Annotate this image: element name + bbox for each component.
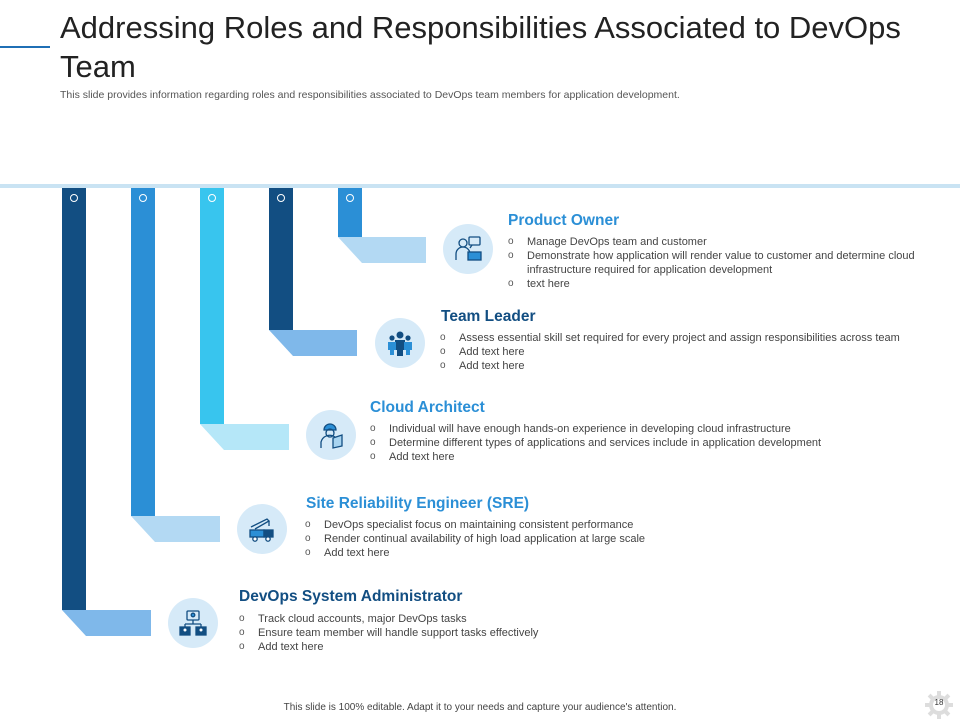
slide-footer: This slide is 100% editable. Adapt it to… xyxy=(283,702,677,713)
bar-ring xyxy=(346,194,354,202)
slide-subtitle: This slide provides information regardin… xyxy=(60,89,680,101)
list-item: Track cloud accounts, major DevOps tasks xyxy=(239,612,779,626)
team-icon xyxy=(375,318,425,368)
list-item: DevOps specialist focus on maintaining c… xyxy=(305,518,845,532)
crane-truck-icon xyxy=(237,504,287,554)
list-item: Add text here xyxy=(440,359,950,373)
bar-ring xyxy=(70,194,78,202)
list-item: Add text here xyxy=(370,450,910,464)
gear-icon xyxy=(925,691,953,719)
bar-ring xyxy=(208,194,216,202)
list-item: text here xyxy=(508,277,933,291)
role-bullets-cloud-architect: Individual will have enough hands-on exp… xyxy=(370,422,910,464)
list-item: Add text here xyxy=(440,345,950,359)
list-item: Render continual availability of high lo… xyxy=(305,532,845,546)
tail-cloud-architect xyxy=(200,424,289,450)
presenter-icon xyxy=(443,224,493,274)
list-item: Ensure team member will handle support t… xyxy=(239,626,779,640)
list-item: Individual will have enough hands-on exp… xyxy=(370,422,910,436)
list-item: Assess essential skill set required for … xyxy=(440,331,950,345)
role-bullets-team-leader: Assess essential skill set required for … xyxy=(440,331,950,373)
role-title-sre: Site Reliability Engineer (SRE) xyxy=(306,495,530,512)
bar-team-leader xyxy=(269,188,293,330)
role-title-team-leader: Team Leader xyxy=(441,308,536,325)
role-title-cloud-architect: Cloud Architect xyxy=(370,399,485,416)
tail-devops-admin xyxy=(62,610,151,636)
role-title-product-owner: Product Owner xyxy=(508,212,620,229)
role-bullets-sre: DevOps specialist focus on maintaining c… xyxy=(305,518,845,560)
top-rule xyxy=(0,184,960,188)
list-item: Manage DevOps team and customer xyxy=(508,235,933,249)
network-admin-icon xyxy=(168,598,218,648)
tail-sre xyxy=(131,516,220,542)
tail-product-owner xyxy=(338,237,426,263)
role-title-devops-admin: DevOps System Administrator xyxy=(239,588,463,605)
bar-ring xyxy=(277,194,285,202)
list-item: Add text here xyxy=(305,546,845,560)
bar-devops-admin xyxy=(62,188,86,610)
role-bullets-devops-admin: Track cloud accounts, major DevOps tasks… xyxy=(239,612,779,654)
list-item: Add text here xyxy=(239,640,779,654)
bar-sre xyxy=(131,188,155,516)
list-item: Determine different types of application… xyxy=(370,436,910,450)
tail-team-leader xyxy=(269,330,357,356)
slide-title: Addressing Roles and Responsibilities As… xyxy=(60,10,901,84)
title-accent-line xyxy=(0,46,50,48)
bar-product-owner xyxy=(338,188,362,237)
architect-icon xyxy=(306,410,356,460)
bar-ring xyxy=(139,194,147,202)
role-bullets-product-owner: Manage DevOps team and customer Demonstr… xyxy=(508,235,933,291)
page-number: 18 xyxy=(934,698,944,707)
bar-cloud-architect xyxy=(200,188,224,424)
list-item: Demonstrate how application will render … xyxy=(508,249,933,277)
